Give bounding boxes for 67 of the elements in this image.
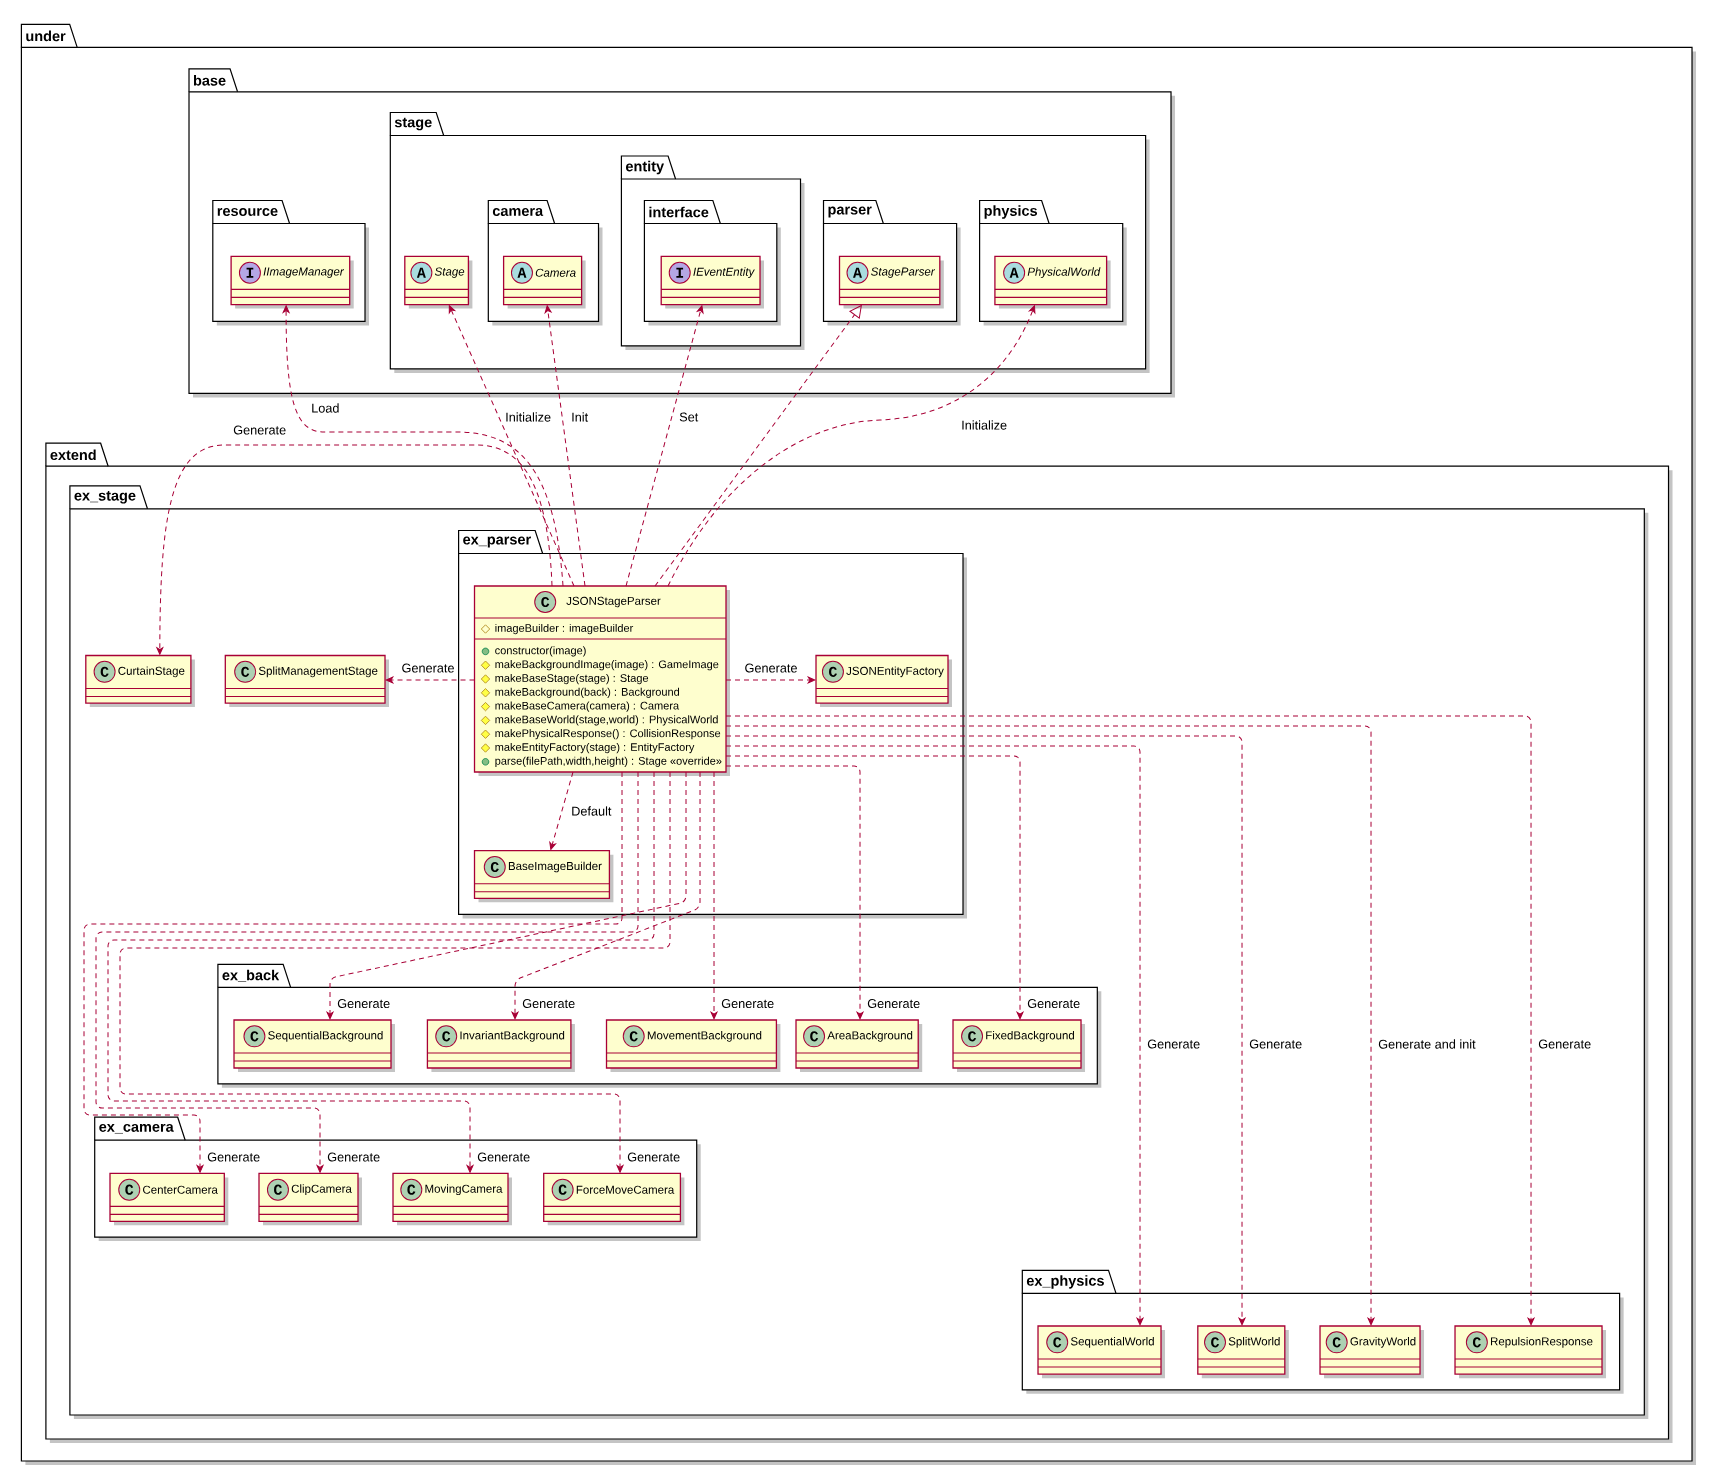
edge-label: Generate — [1146, 1038, 1202, 1050]
dashed-arrow — [725, 755, 1024, 1020]
node-label: ex_stage — [74, 491, 136, 504]
dashed-arrow — [667, 305, 1036, 587]
edge-label: Generate — [626, 1151, 682, 1163]
edge-label: Initialize — [504, 411, 553, 423]
node-label: resource — [217, 208, 278, 216]
letter-badge: C — [234, 660, 257, 683]
edge-label: Generate — [521, 998, 577, 1009]
node-label: ex_parser — [463, 536, 531, 548]
node-label: stage — [394, 117, 432, 131]
dashed-arrow — [725, 765, 864, 1020]
edge-label: Generate — [400, 662, 456, 674]
letter-badge: C — [435, 1025, 458, 1048]
edge-label: Generate and init — [1377, 1038, 1477, 1050]
dashed-arrow — [725, 676, 816, 684]
letter-badge: C — [622, 1025, 645, 1048]
dashed-arrow — [725, 745, 1144, 1326]
edge-label: Generate — [336, 998, 392, 1009]
node-label: ex_camera — [99, 1123, 174, 1134]
edge-label: Generate — [1248, 1038, 1304, 1050]
letter-badge: C — [483, 856, 506, 878]
dashed-arrow — [511, 771, 701, 1020]
edge-label: Default — [570, 805, 613, 817]
edge-label: Generate — [326, 1151, 382, 1163]
dashed-arrow — [448, 305, 575, 587]
node-label: physics — [984, 205, 1038, 219]
edge-label: Generate — [866, 998, 922, 1009]
node-label: interface — [649, 206, 709, 218]
dashed-triangle-arrow — [654, 305, 862, 587]
dashed-arrow — [725, 725, 1375, 1326]
edge-label: Load — [310, 402, 341, 414]
dashed-arrow — [725, 715, 1535, 1326]
dashed-arrow — [625, 305, 704, 587]
letter-badge: C — [1465, 1331, 1488, 1354]
edge-label: Generate — [206, 1151, 262, 1163]
node-label: ex_physics — [1026, 1275, 1104, 1289]
letter-badge: C — [1046, 1331, 1069, 1354]
dashed-arrow — [549, 771, 574, 851]
edge-label: Generate — [720, 998, 776, 1009]
letter-badge: C — [551, 1178, 574, 1201]
edge-label: Generate — [1026, 998, 1082, 1009]
dashed-arrow — [725, 735, 1246, 1326]
edge-label: Generate — [476, 1151, 532, 1163]
letter-badge: C — [243, 1025, 266, 1048]
edge-label: Initialize — [960, 419, 1009, 431]
node-label: entity — [625, 160, 664, 175]
node-label: extend — [50, 449, 96, 461]
node-label: base — [193, 74, 226, 86]
edge-label: Generate — [743, 662, 799, 674]
node-label: parser — [828, 206, 872, 218]
dashed-arrow — [282, 305, 564, 587]
node-label: camera — [492, 208, 544, 216]
letter-badge: C — [821, 660, 844, 683]
dashed-arrow — [544, 305, 586, 587]
edge-label: Generate — [1537, 1038, 1593, 1050]
dashed-arrow — [710, 771, 718, 1020]
letter-badge: C — [803, 1025, 826, 1048]
dashed-arrow — [385, 676, 475, 684]
edge-label: Init — [570, 411, 590, 423]
dashed-arrow — [156, 444, 553, 655]
edge-label: Set — [678, 411, 700, 423]
node-label: ex_back — [222, 969, 280, 982]
edge-label: Generate — [232, 424, 288, 436]
letter-badge: C — [961, 1025, 984, 1048]
node-label: under — [26, 30, 66, 42]
dashed-arrow — [326, 771, 687, 1020]
